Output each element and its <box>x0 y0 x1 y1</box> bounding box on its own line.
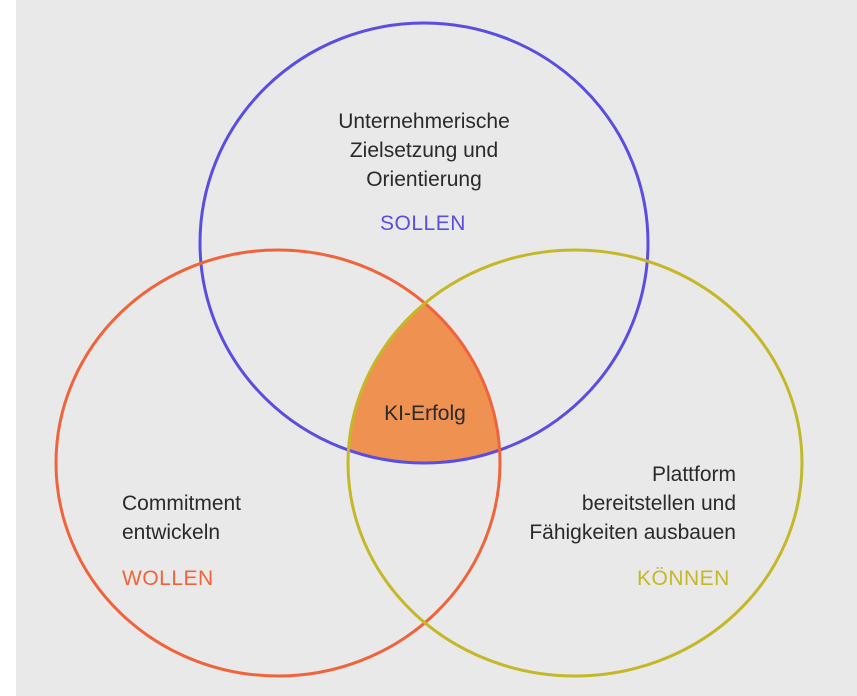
koennen-tag: KÖNNEN <box>637 567 730 590</box>
circle-wollen <box>54 248 502 678</box>
center-label: KI-Erfolg <box>384 402 466 425</box>
intersection-fill <box>348 250 500 463</box>
wollen-description: Commitment entwickeln <box>122 492 242 544</box>
sollen-tag: SOLLEN <box>380 212 466 235</box>
circle-koennen <box>346 248 804 678</box>
circle-sollen <box>198 21 650 465</box>
koennen-description: Plattform bereitstellen und Fähigkeiten … <box>529 463 736 544</box>
wollen-tag: WOLLEN <box>122 567 214 590</box>
sollen-description: Unternehmerische Zielsetzung und Orienti… <box>338 110 510 191</box>
